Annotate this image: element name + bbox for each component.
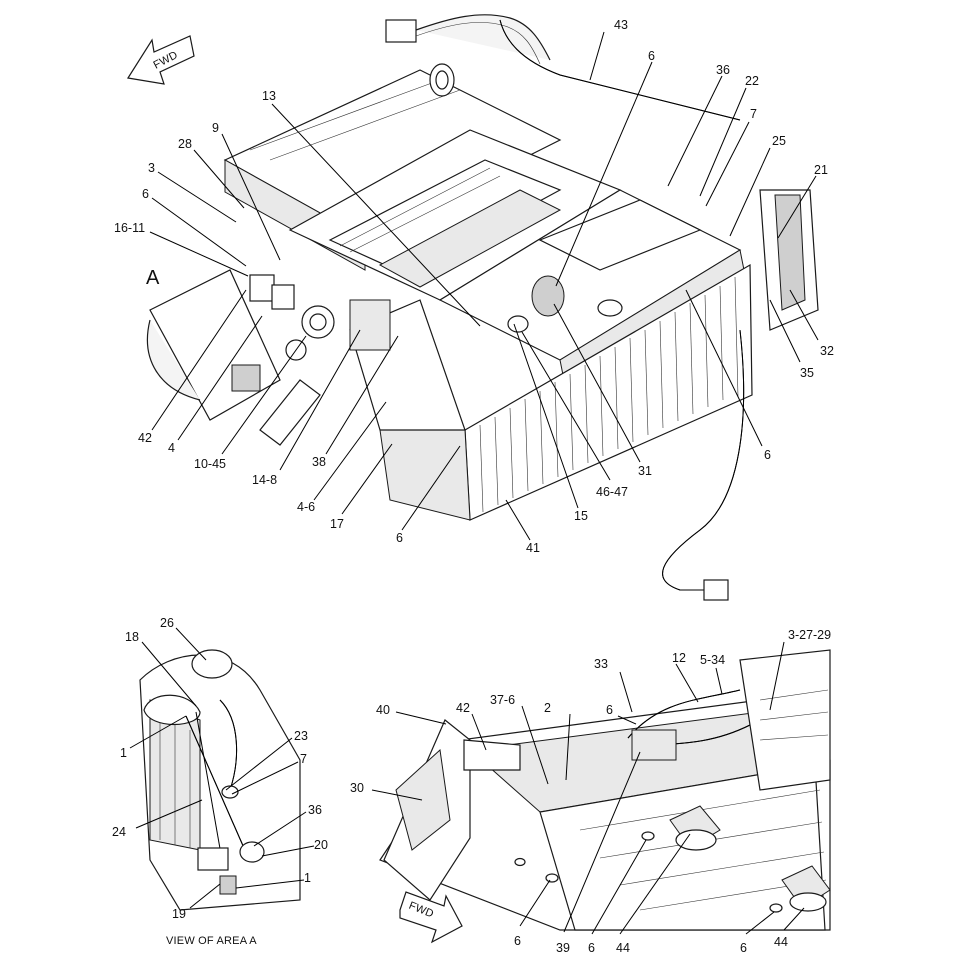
lower-tray-view: FWD 5-34 3-27-29 33 12 40 42 37-6 2 (350, 628, 831, 955)
callout-3: 3 (148, 161, 155, 175)
callout-6-tray-c: 6 (740, 941, 747, 955)
callout-1-lower: 1 (304, 871, 311, 885)
fwd-arrow-bottom: FWD (399, 891, 463, 944)
callout-6-left: 6 (142, 187, 149, 201)
callout-19: 19 (172, 907, 186, 921)
callout-6-right: 6 (764, 448, 771, 462)
callout-38: 38 (312, 455, 326, 469)
leader-lines-area-a (129, 627, 315, 909)
callout-6-tray-top: 6 (606, 703, 613, 717)
area-a-detail-view: 18 26 1 23 7 24 36 20 1 19 VIEW OF AREA … (112, 616, 328, 947)
callout-44-a: 44 (616, 941, 630, 955)
leader-lines-top (149, 31, 819, 541)
callout-41: 41 (526, 541, 540, 555)
callout-31: 31 (638, 464, 652, 478)
fwd-arrow-top: FWD (127, 35, 195, 85)
callout-43: 43 (614, 18, 628, 32)
callout-5-34: 5-34 (700, 653, 725, 667)
area-marker-a: A (146, 267, 160, 289)
callout-42-top: 42 (138, 431, 152, 445)
callout-21: 21 (814, 163, 828, 177)
callout-6-tray-a: 6 (514, 934, 521, 948)
callout-4-6: 4-6 (297, 500, 315, 514)
callout-9: 9 (212, 121, 219, 135)
callout-20: 20 (314, 838, 328, 852)
callout-42-tray: 42 (456, 701, 470, 715)
callout-18: 18 (125, 630, 139, 644)
callout-16-11: 16-11 (114, 221, 145, 235)
callout-46-47: 46-47 (596, 485, 628, 499)
callout-32: 32 (820, 344, 834, 358)
callout-12: 12 (672, 651, 686, 665)
callout-10-45: 10-45 (194, 457, 226, 471)
callout-15: 15 (574, 509, 588, 523)
callout-1-upper: 1 (120, 746, 127, 760)
callout-39: 39 (556, 941, 570, 955)
callout-26: 26 (160, 616, 174, 630)
callout-36-top: 36 (716, 63, 730, 77)
callout-35: 35 (800, 366, 814, 380)
callout-44-b: 44 (774, 935, 788, 949)
callout-30: 30 (350, 781, 364, 795)
callout-28: 28 (178, 137, 192, 151)
view-of-area-a-caption: VIEW OF AREA A (166, 935, 257, 947)
callout-3-27-29: 3-27-29 (788, 628, 831, 642)
leader-lines-tray (371, 641, 805, 935)
callout-6-top: 6 (648, 49, 655, 63)
callout-33: 33 (594, 657, 608, 671)
callout-36-area-a: 36 (308, 803, 322, 817)
main-assembly-view: FWD (114, 14, 834, 601)
callout-6-tray-b: 6 (588, 941, 595, 955)
callout-7-top: 7 (750, 107, 757, 121)
callout-6-front: 6 (396, 531, 403, 545)
callout-24: 24 (112, 825, 126, 839)
callout-17: 17 (330, 517, 344, 531)
callout-13: 13 (262, 89, 276, 103)
callout-14-8: 14-8 (252, 473, 277, 487)
callout-4: 4 (168, 441, 175, 455)
callout-37-6: 37-6 (490, 693, 515, 707)
callout-40: 40 (376, 703, 390, 717)
callout-7-area-a: 7 (300, 752, 307, 766)
radiator-fins (479, 276, 739, 513)
callout-23: 23 (294, 729, 308, 743)
callout-25: 25 (772, 134, 786, 148)
callout-2: 2 (544, 701, 551, 715)
callout-22: 22 (745, 74, 759, 88)
